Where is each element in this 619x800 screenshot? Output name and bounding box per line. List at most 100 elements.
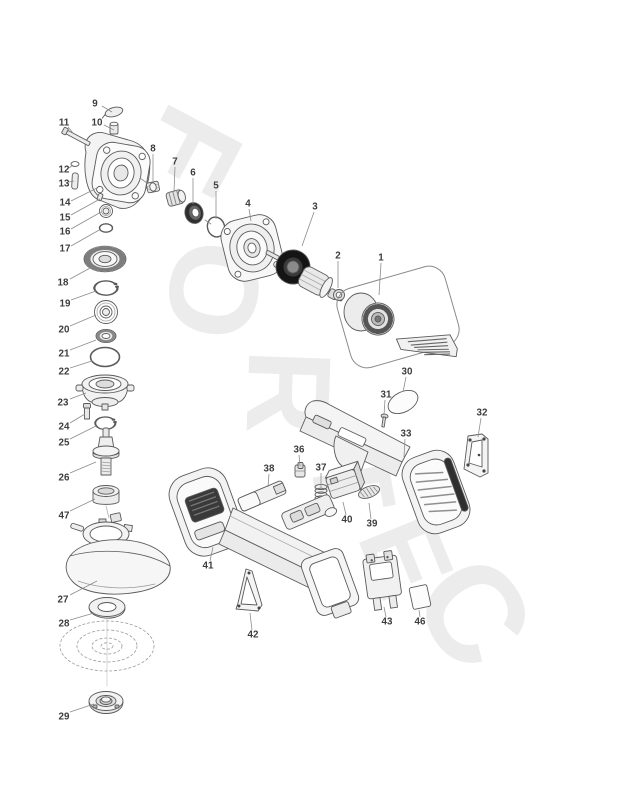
leader-line-1 bbox=[378, 262, 382, 296]
part-number-3: 3 bbox=[312, 202, 318, 213]
part-number-callouts: 1234567891011121314151617181920212223242… bbox=[58, 99, 488, 723]
part-number-36: 36 bbox=[294, 445, 305, 456]
leader-line-11 bbox=[67, 126, 74, 134]
label-plate bbox=[408, 584, 432, 610]
part-number-5: 5 bbox=[213, 181, 219, 192]
gear-housing bbox=[84, 132, 151, 209]
leader-line-41 bbox=[209, 546, 214, 562]
sealed-bearing bbox=[184, 202, 204, 224]
leader-line-14 bbox=[70, 187, 98, 202]
part-number-14: 14 bbox=[60, 198, 71, 209]
bushing bbox=[109, 121, 119, 135]
leader-line-15 bbox=[70, 198, 101, 216]
leader-line-28 bbox=[69, 612, 95, 621]
leader-line-9 bbox=[101, 105, 113, 113]
bearing-retainer bbox=[220, 214, 284, 282]
leader-line-20 bbox=[69, 314, 97, 327]
part-number-13: 13 bbox=[59, 179, 70, 190]
part-number-24: 24 bbox=[59, 422, 70, 433]
housing-pin bbox=[96, 192, 104, 202]
leader-line-32 bbox=[477, 417, 482, 438]
part-number-29: 29 bbox=[59, 712, 70, 723]
leader-line-29 bbox=[69, 703, 95, 713]
leader-line-12 bbox=[68, 164, 74, 169]
vent-baffle bbox=[395, 334, 458, 358]
spring-pin bbox=[71, 172, 79, 190]
retaining-ring bbox=[93, 280, 119, 296]
hex-nut bbox=[146, 180, 160, 194]
part-number-21: 21 bbox=[59, 349, 70, 360]
leader-line-21 bbox=[69, 339, 97, 351]
part-number-31: 31 bbox=[381, 390, 392, 401]
part-number-15: 15 bbox=[60, 213, 71, 224]
part-number-26: 26 bbox=[59, 473, 70, 484]
leader-line-27 bbox=[69, 580, 98, 596]
part-number-9: 9 bbox=[92, 99, 98, 110]
corner-bracket-right bbox=[463, 433, 489, 478]
leader-line-31 bbox=[383, 399, 386, 416]
leader-line-39 bbox=[368, 502, 372, 520]
part-number-28: 28 bbox=[59, 619, 70, 630]
switch-slide-lever bbox=[237, 480, 338, 530]
spindle bbox=[92, 427, 120, 476]
small-o-ring bbox=[98, 223, 114, 233]
part-number-46: 46 bbox=[415, 617, 426, 628]
part-number-8: 8 bbox=[150, 144, 156, 155]
leader-line-38 bbox=[267, 473, 270, 488]
leader-line-24 bbox=[69, 413, 86, 424]
terminal-clip bbox=[294, 462, 306, 478]
leader-line-40 bbox=[342, 501, 347, 516]
part-number-17: 17 bbox=[60, 244, 71, 255]
leader-line-25 bbox=[69, 425, 97, 440]
leader-line-19 bbox=[70, 290, 97, 301]
connector-block bbox=[362, 550, 402, 611]
small-ball-bearing bbox=[99, 204, 113, 218]
leader-line-4 bbox=[248, 208, 252, 222]
part-number-41: 41 bbox=[203, 561, 214, 572]
leader-line-13 bbox=[68, 180, 75, 183]
part-number-19: 19 bbox=[60, 299, 71, 310]
motor-housing-lower bbox=[168, 467, 360, 619]
part-number-40: 40 bbox=[342, 515, 353, 526]
pan-head-screw bbox=[83, 403, 91, 420]
leader-line-17 bbox=[70, 228, 102, 247]
spiral-bevel-gear bbox=[83, 245, 127, 273]
part-number-39: 39 bbox=[367, 519, 378, 530]
leader-line-36 bbox=[298, 454, 301, 467]
dust-boot bbox=[92, 485, 120, 505]
pinion-gear bbox=[165, 189, 186, 207]
motor-housing-upper bbox=[299, 400, 471, 535]
tapping-screw bbox=[380, 413, 389, 428]
bevel-pinion bbox=[95, 329, 117, 343]
part-number-23: 23 bbox=[58, 398, 69, 409]
part-number-7: 7 bbox=[172, 157, 178, 168]
ball-bearing bbox=[94, 300, 118, 324]
bolt bbox=[61, 126, 91, 146]
part-number-2: 2 bbox=[335, 251, 341, 262]
stator bbox=[343, 292, 395, 336]
part-number-1: 1 bbox=[378, 253, 384, 264]
grinding-wheel-outline bbox=[59, 620, 155, 672]
part-number-27: 27 bbox=[58, 595, 69, 606]
baffle-plate bbox=[387, 389, 419, 415]
leader-line-42 bbox=[249, 612, 253, 631]
corner-bracket-left bbox=[235, 568, 263, 612]
bearing-box bbox=[75, 374, 135, 411]
motor-assembly bbox=[336, 265, 460, 369]
part-number-18: 18 bbox=[58, 278, 69, 289]
part-number-4: 4 bbox=[245, 199, 251, 210]
lock-cap bbox=[101, 106, 124, 119]
part-number-25: 25 bbox=[59, 438, 70, 449]
part-number-43: 43 bbox=[382, 617, 393, 628]
lock-nut bbox=[88, 691, 124, 714]
leader-line-43 bbox=[383, 606, 387, 618]
leader-line-47 bbox=[69, 498, 96, 512]
part-number-6: 6 bbox=[190, 168, 196, 179]
switch-block bbox=[324, 460, 365, 499]
part-number-33: 33 bbox=[401, 429, 412, 440]
part-number-38: 38 bbox=[264, 464, 275, 475]
leader-line-7 bbox=[173, 166, 176, 193]
leader-line-30 bbox=[402, 376, 407, 393]
part-number-22: 22 bbox=[59, 367, 70, 378]
